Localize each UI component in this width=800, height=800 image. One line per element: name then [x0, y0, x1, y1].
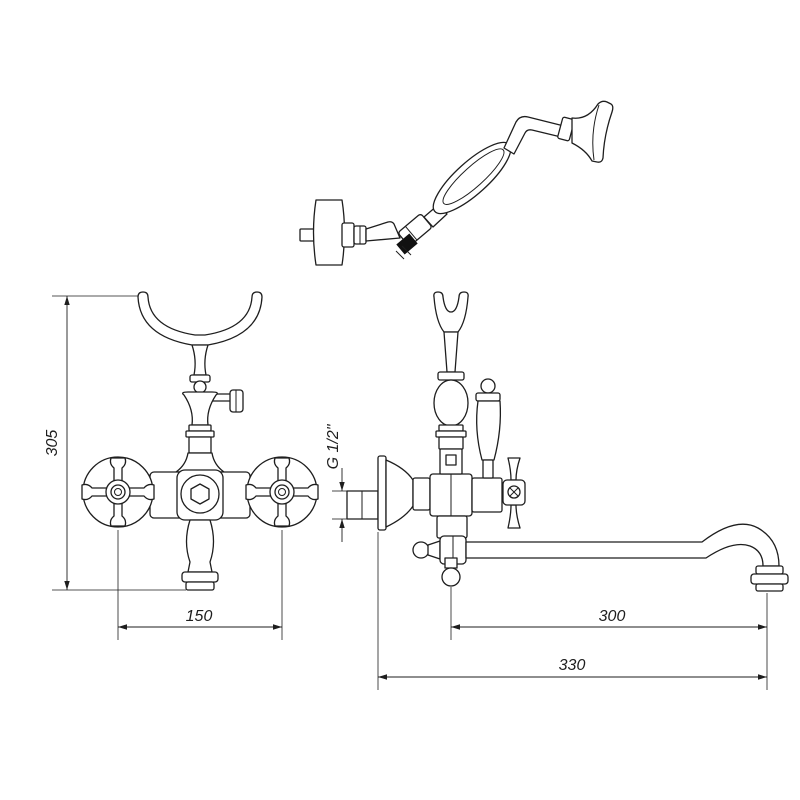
shower-head: [571, 100, 614, 163]
aerator-tip: [755, 583, 784, 592]
dimension-inlet-thread: G 1/2": [325, 423, 347, 542]
side-cross-bottom-arm: [507, 504, 521, 529]
wall-bracket-disc: [312, 199, 346, 266]
aerator-ring: [755, 565, 784, 575]
front-view: [81, 291, 319, 591]
spout-end-knob: [412, 541, 430, 559]
eccentric-nut: [412, 477, 431, 511]
side-column-ovoid: [433, 379, 469, 427]
dimension-label-handle-centers: 150: [186, 608, 213, 625]
stem-ball: [193, 380, 207, 394]
dimension-label-total-projection: 330: [559, 657, 586, 674]
cradle-stem: [191, 344, 209, 376]
dimension-handle-centers: 150: [117, 530, 283, 640]
hose-washer: [396, 233, 418, 255]
bracket-neck: [341, 222, 355, 248]
dimension-label-thread: G 1/2": [325, 423, 342, 469]
side-diverter-ball: [480, 378, 496, 394]
dimension-total-projection: 330: [377, 532, 768, 690]
aerator-body: [750, 573, 789, 585]
cold-cross-handle: [81, 456, 155, 528]
side-diverter-lever: [476, 400, 502, 461]
spout-nut-front: [181, 571, 219, 583]
side-cradle-fork: [433, 291, 469, 333]
side-view: [346, 291, 789, 592]
wall-bracket-pin: [299, 228, 316, 242]
shower-handle-inlay: [442, 148, 505, 205]
center-hex-nut: [190, 483, 210, 505]
shower-neck: [503, 115, 565, 155]
vase-body-base: [175, 452, 225, 473]
spout-lower-knob: [444, 557, 458, 569]
dimension-spout-reach: 300: [450, 587, 768, 640]
spout-connector-side: [436, 515, 468, 539]
spout-connector-front: [185, 519, 215, 573]
bracket-arm: [365, 221, 401, 242]
hot-cross-handle: [245, 456, 319, 528]
hand-shower: [299, 100, 614, 266]
side-body-right: [471, 477, 503, 513]
dimension-label-spout-reach: 300: [599, 608, 626, 625]
vase-body-top: [182, 391, 218, 426]
shower-cradle: [137, 291, 263, 346]
dimension-overall-height: 305: [44, 295, 186, 591]
side-column-shaft: [443, 331, 459, 373]
dimension-label-height: 305: [44, 430, 61, 457]
side-cross-top-arm: [507, 457, 521, 481]
wall-flange-plate: [377, 455, 387, 531]
wall-flange-cone: [385, 459, 414, 528]
spout-tube: [465, 523, 780, 567]
